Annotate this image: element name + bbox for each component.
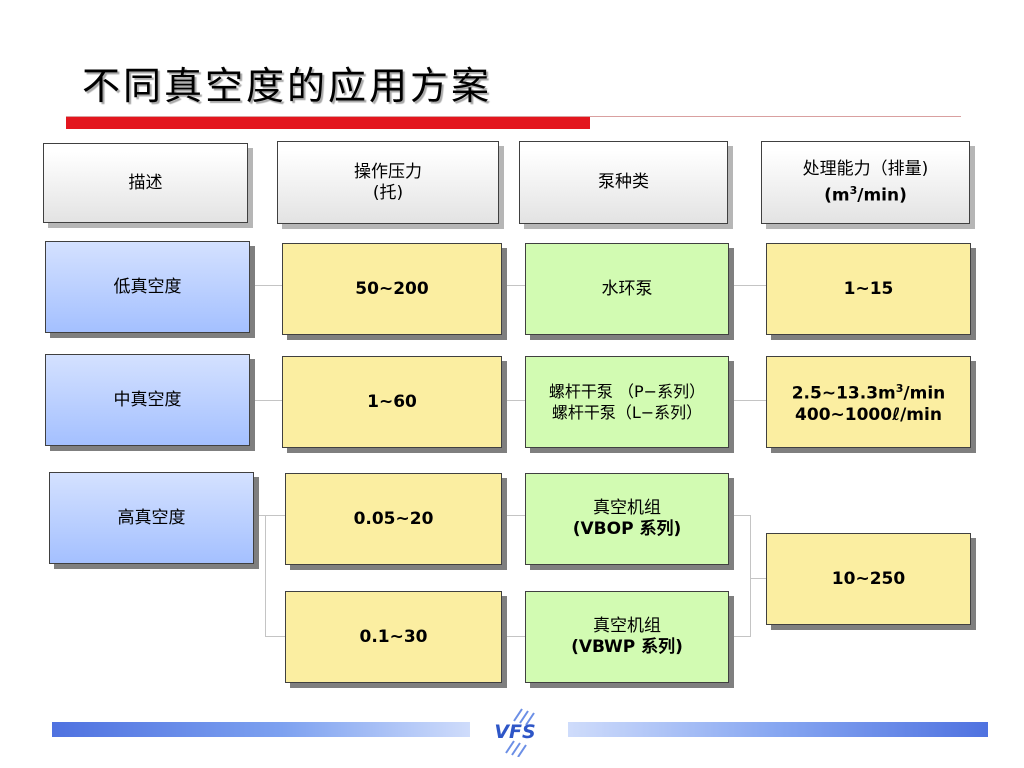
connector-low-2 <box>502 285 525 286</box>
connector-low-1 <box>250 285 282 286</box>
footer-bar-left <box>52 722 470 737</box>
high-vacuum-pump-b: 真空机组 (VBWP 系列) <box>525 591 729 683</box>
connector-high-out <box>254 515 266 516</box>
high-vacuum-pressure-a: 0.05~20 <box>285 473 502 565</box>
connector-medium-3 <box>729 400 766 401</box>
connector-medium-2 <box>502 400 525 401</box>
low-vacuum-pump: 水环泵 <box>525 243 729 335</box>
header-pressure: 操作压力 (托) <box>277 141 499 224</box>
low-vacuum-capacity: 1~15 <box>766 243 971 335</box>
footer-bar-right <box>568 722 988 737</box>
high-vacuum-capacity: 10~250 <box>766 533 971 625</box>
medium-vacuum-capacity: 2.5~13.3m3/min 400~1000ℓ/min <box>766 356 971 448</box>
header-description: 描述 <box>43 143 248 223</box>
connector-merge-vertical <box>750 515 751 637</box>
medium-vacuum-pump: 螺杆干泵 （P−系列） 螺杆干泵（L−系列） <box>525 356 729 448</box>
high-vacuum-pressure-b: 0.1~30 <box>285 591 502 683</box>
header-capacity-unit: (m3/min) <box>824 183 907 206</box>
connector-low-3 <box>729 285 766 286</box>
high-vacuum-pump-a: 真空机组 (VBOP 系列) <box>525 473 729 565</box>
medium-capacity-line1: 2.5~13.3m3/min <box>791 382 946 404</box>
connector-high-b-pump <box>502 636 525 637</box>
header-capacity: 处理能力（排量) (m3/min) <box>761 141 970 224</box>
header-pump-type: 泵种类 <box>519 141 728 224</box>
connector-high-b <box>265 636 285 637</box>
vfs-logo-icon: VFS <box>484 707 546 758</box>
connector-high-a-pump <box>502 515 525 516</box>
page-title: 不同真空度的应用方案 <box>82 64 493 108</box>
title-accent-bar <box>66 117 590 129</box>
logo-text: VFS <box>494 721 535 743</box>
medium-vacuum-pressure: 1~60 <box>282 356 502 448</box>
connector-merge-b <box>729 636 751 637</box>
connector-merge-out <box>750 578 766 579</box>
connector-high-vertical <box>265 515 266 637</box>
medium-vacuum-label: 中真空度 <box>45 354 250 446</box>
title-underline <box>66 116 961 117</box>
low-vacuum-pressure: 50~200 <box>282 243 502 335</box>
high-vacuum-label: 高真空度 <box>49 472 254 564</box>
connector-high-a <box>265 515 285 516</box>
low-vacuum-label: 低真空度 <box>45 241 250 333</box>
connector-medium-1 <box>250 400 282 401</box>
connector-merge-a <box>729 515 751 516</box>
